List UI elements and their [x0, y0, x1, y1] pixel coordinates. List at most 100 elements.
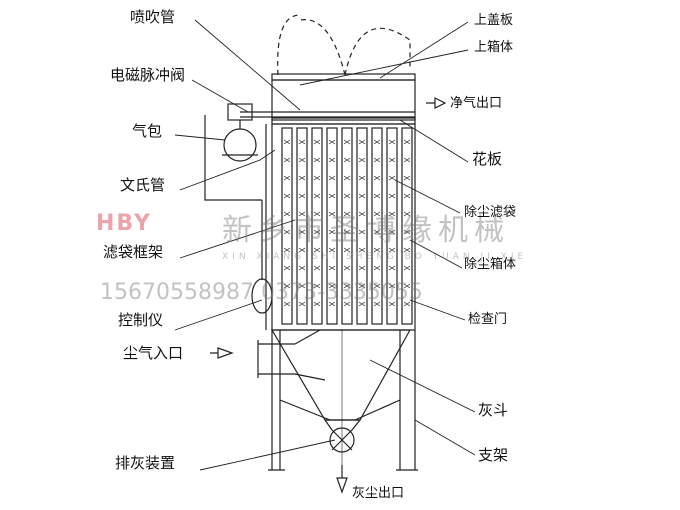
bag-texture [388, 157, 396, 163]
filter-bag [401, 127, 413, 325]
label-support: 支架 [478, 446, 509, 464]
filter-bag [281, 127, 293, 325]
inlet-arrow [210, 347, 234, 359]
bag-texture [343, 283, 351, 289]
bag-texture [328, 175, 336, 181]
support-legs [268, 330, 418, 471]
bag-texture [388, 229, 396, 235]
air-tank [223, 128, 257, 162]
bag-texture [283, 283, 291, 289]
label-blow-pipe: 喷吹管 [130, 8, 176, 26]
bag-texture [328, 157, 336, 163]
bag-texture [313, 139, 321, 145]
label-dust-box: 除尘箱体 [464, 257, 517, 272]
bag-texture [358, 301, 366, 307]
label-inspection-door: 检查门 [468, 312, 508, 327]
blow-pipe [240, 111, 415, 118]
bag-texture [343, 175, 351, 181]
bag-texture [328, 247, 336, 253]
label-dust-inlet: 尘气入口 [123, 344, 184, 362]
bag-texture [313, 211, 321, 217]
bag-texture [328, 211, 336, 217]
bag-texture [373, 139, 381, 145]
bag-texture [373, 211, 381, 217]
watermark-logo: HBY [96, 211, 152, 236]
filter-bag [311, 127, 323, 325]
label-discharge: 排灰装置 [115, 454, 176, 472]
bag-texture [358, 157, 366, 163]
bag-texture [298, 211, 306, 217]
bag-texture [313, 175, 321, 181]
bag-texture [343, 157, 351, 163]
bag-texture [283, 175, 291, 181]
bag-texture [343, 229, 351, 235]
label-controller: 控制仪 [118, 311, 164, 329]
bag-texture [343, 193, 351, 199]
bag-texture [373, 283, 381, 289]
bag-texture [388, 139, 396, 145]
label-clean-outlet: 净气出口 [450, 96, 503, 111]
bag-texture [373, 265, 381, 271]
bag-texture [358, 211, 366, 217]
bag-texture [388, 265, 396, 271]
bag-texture [358, 247, 366, 253]
label-flower-plate: 花板 [472, 150, 503, 168]
bag-texture [313, 265, 321, 271]
label-upper-cover: 上盖板 [474, 13, 514, 28]
bag-texture [283, 301, 291, 307]
bag-texture [313, 301, 321, 307]
label-ash-outlet: 灰尘出口 [352, 486, 405, 501]
bag-texture [403, 229, 411, 235]
label-filter-bag: 除尘滤袋 [464, 205, 517, 220]
bag-texture [373, 301, 381, 307]
bag-texture [388, 247, 396, 253]
filter-bag [341, 127, 353, 325]
bag-texture [298, 265, 306, 271]
bag-texture [403, 211, 411, 217]
bag-texture [283, 193, 291, 199]
outlet-arrow [336, 465, 348, 494]
filter-bag [326, 127, 338, 325]
cover-swing-arc [277, 14, 301, 76]
bag-texture [343, 139, 351, 145]
bag-texture [358, 265, 366, 271]
label-air-tank: 气包 [132, 122, 163, 140]
bag-texture [373, 193, 381, 199]
bag-texture [298, 193, 306, 199]
bag-texture [328, 139, 336, 145]
filter-bag [386, 127, 398, 325]
bag-texture [343, 301, 351, 307]
ash-discharge-valve [329, 427, 355, 453]
bag-texture [298, 175, 306, 181]
bag-texture [403, 301, 411, 307]
filter-bag [296, 127, 308, 325]
bag-texture [328, 283, 336, 289]
cover-swing-arc [299, 19, 346, 76]
bag-texture [358, 283, 366, 289]
bag-texture [403, 139, 411, 145]
label-hopper: 灰斗 [478, 401, 509, 419]
bag-texture [358, 139, 366, 145]
bag-texture [358, 229, 366, 235]
bag-texture [283, 229, 291, 235]
upper-box [271, 79, 416, 121]
bag-texture [373, 157, 381, 163]
filter-bags [281, 127, 413, 325]
bag-texture [283, 139, 291, 145]
label-upper-box: 上箱体 [474, 40, 514, 55]
bag-texture [403, 247, 411, 253]
bag-texture [373, 247, 381, 253]
bag-texture [388, 175, 396, 181]
controller [251, 278, 273, 314]
dust-inlet-pipe [257, 329, 326, 381]
bag-texture [388, 211, 396, 217]
watermark-company: 新乡市圣博缘机械 [222, 213, 510, 248]
bag-texture [373, 175, 381, 181]
flower-plate [271, 117, 416, 125]
bag-texture [283, 211, 291, 217]
label-pulse-valve: 电磁脉冲阀 [110, 66, 186, 84]
label-bag-cage: 滤袋框架 [103, 243, 164, 261]
bag-texture [328, 265, 336, 271]
